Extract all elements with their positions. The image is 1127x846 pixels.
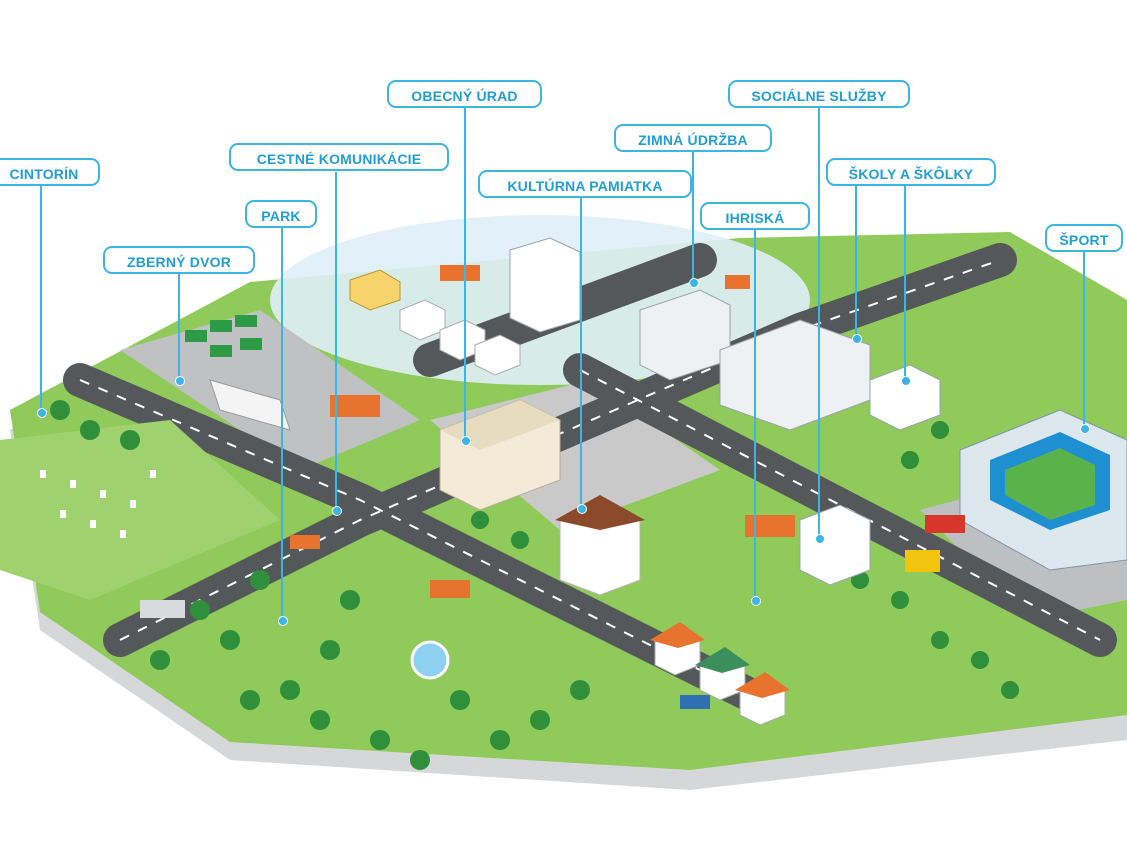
dot-zimna-udrzba <box>689 278 699 288</box>
leader-zimna-udrzba <box>692 152 694 282</box>
dot-cestne-komunikacie <box>332 506 342 516</box>
leader-kulturna-pamiatka <box>580 198 582 508</box>
label-skoly-a-skolky: ŠKOLY A ŠKÔLKY <box>826 158 996 186</box>
dot-socialne-sluzby <box>815 534 825 544</box>
fountain <box>410 640 450 680</box>
dot-ihriska <box>751 596 761 606</box>
label-socialne-sluzby: SOCIÁLNE SLUŽBY <box>728 80 910 108</box>
dot-park <box>278 616 288 626</box>
label-ihriska: IHRISKÁ <box>700 202 810 230</box>
label-sport: ŠPORT <box>1045 224 1123 252</box>
label-zimna-udrzba: ZIMNÁ ÚDRŽBA <box>614 124 772 152</box>
leader-park <box>281 228 283 620</box>
dot-zberny-dvor <box>175 376 185 386</box>
waste-containers <box>185 315 262 357</box>
label-kulturna-pamiatka: KULTÚRNA PAMIATKA <box>478 170 692 198</box>
label-park: PARK <box>245 200 317 228</box>
leader-obecny-urad <box>464 108 466 440</box>
dot-cintorin <box>37 408 47 418</box>
label-obecny-urad: OBECNÝ ÚRAD <box>387 80 542 108</box>
dot-kulturna-pamiatka <box>577 504 587 514</box>
leader-zberny-dvor <box>178 274 180 380</box>
collection-yard <box>120 310 420 470</box>
leader-cintorin <box>40 186 42 410</box>
leader-skoly-branch <box>855 186 857 336</box>
leader-skoly-a-skolky <box>904 186 906 380</box>
leader-socialne-sluzby <box>818 108 820 538</box>
buildings <box>209 237 1127 726</box>
leader-ihriska <box>754 230 756 600</box>
leader-sport <box>1083 252 1085 428</box>
dot-skoly-a-skolky <box>901 376 911 386</box>
dot-sport <box>1080 424 1090 434</box>
dot-obecny-urad <box>461 436 471 446</box>
label-cestne-komunikacie: CESTNÉ KOMUNIKÁCIE <box>229 143 449 171</box>
leader-cestne-komunikacie <box>335 172 337 510</box>
label-zberny-dvor: ZBERNÝ DVOR <box>103 246 255 274</box>
vehicles <box>140 265 965 709</box>
dot-skoly-branch <box>852 334 862 344</box>
label-cintorin: CINTORÍN <box>0 158 100 186</box>
park-trees <box>50 400 1019 770</box>
cemetery-area <box>0 420 280 600</box>
